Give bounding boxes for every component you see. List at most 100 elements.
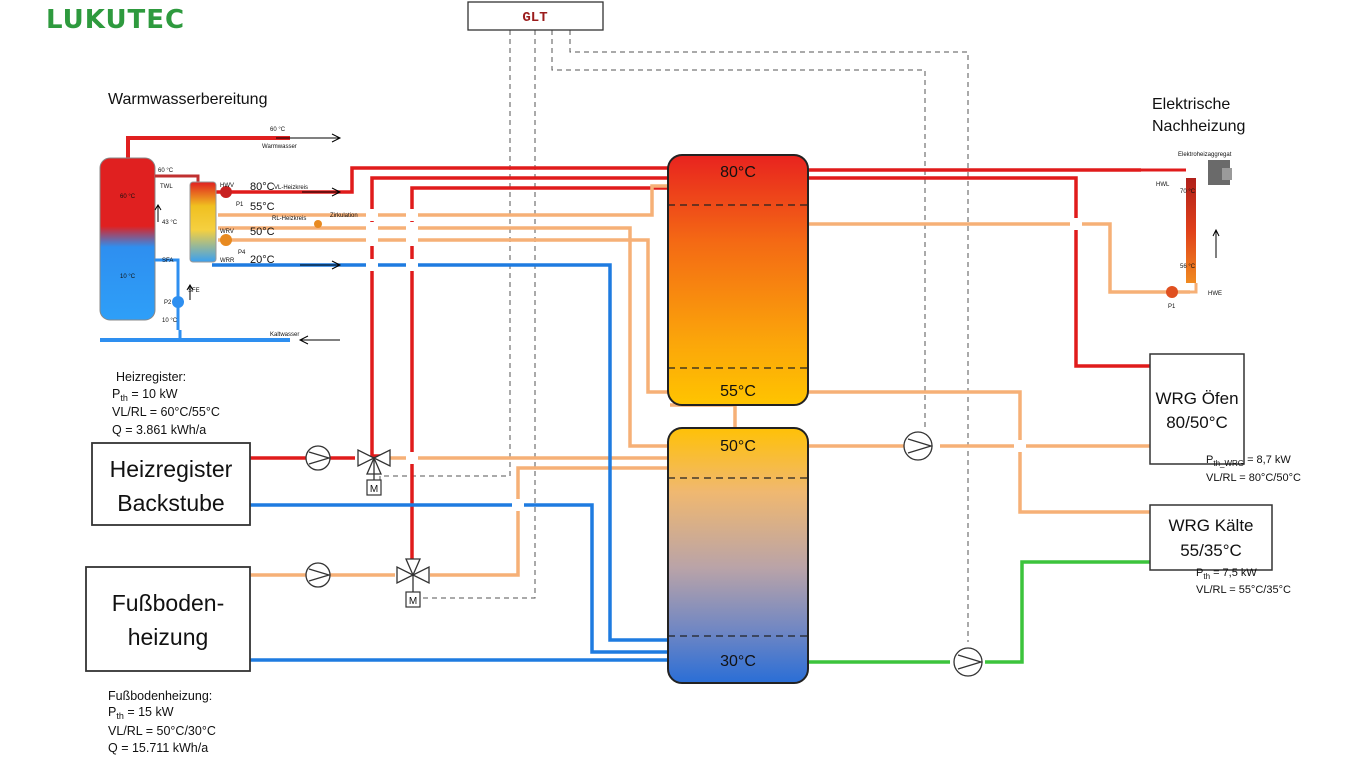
ww-temp-rl: 55°C [250, 201, 275, 213]
warmwasser-small-labels: 60 °C Warmwasser 60 °C TWL HWV VL-Heizkr… [120, 127, 358, 338]
actuator-fussboden-label: M [409, 596, 417, 607]
elektro-title-line2: Nachheizung [1152, 118, 1245, 135]
ww-label-60-top: 60 °C [270, 127, 286, 133]
upper-tank-bottom-temp: 55°C [720, 383, 756, 400]
zirkulation-pump-icon [314, 220, 322, 228]
glt-label: GLT [522, 10, 547, 26]
ww-label-warmwasser: Warmwasser [262, 144, 297, 150]
wrg-kaelte-info-p-sym: P [1196, 567, 1203, 579]
el-label-hwe: HWE [1208, 291, 1222, 297]
three-way-valve-fussboden [396, 558, 430, 592]
heizregister-info-p-val: = 10 kW [128, 387, 178, 401]
pipe-crossings [366, 209, 1082, 511]
ww-label-sfe: SFE [188, 288, 200, 294]
ww-temp-vl: 80°C [250, 181, 275, 193]
wrg-oefen-info-p-sub: th_WRG [1213, 459, 1244, 468]
ww-label-hwv: HWV [220, 183, 234, 189]
circulation-pumps [305, 431, 984, 677]
lower-tank-bottom-temp: 30°C [720, 653, 756, 670]
heater-rod [1186, 178, 1196, 283]
fussboden-info-q: Q = 15.711 kWh/a [108, 741, 208, 755]
ww-label-kaltwasser: Kaltwasser [270, 332, 299, 338]
fussboden-box-line1: Fußboden- [112, 590, 225, 616]
wrg-oefen-line2: 80/50°C [1166, 413, 1228, 432]
ww-temp-wrr: 20°C [250, 254, 275, 266]
pump-wrg-kaelte-icon [953, 647, 984, 677]
ww-label-tank-top: 60 °C [120, 194, 136, 200]
svg-text:Pth_WRG = 8,7 kW: Pth_WRG = 8,7 kW [1206, 454, 1291, 468]
ww-label-wrr: WRR [220, 258, 235, 264]
pump-p4-icon [220, 234, 232, 246]
el-label-70: 70 °C [1180, 189, 1196, 195]
wrg-oefen-info-p-val: = 8,7 kW [1244, 454, 1291, 466]
dhw-storage-tank [99, 157, 156, 321]
svg-text:Pth = 10 kW: Pth = 10 kW [112, 387, 178, 403]
ww-temp-wrv: 50°C [250, 226, 275, 238]
ww-label-rl-heizkreis: RL-Heizkreis [272, 216, 306, 222]
wrg-oefen-info-vlrl: VL/RL = 80°C/50°C [1206, 472, 1301, 484]
company-logo: LUKUTEC [46, 5, 185, 35]
heizregister-info: Heizregister: Pth = 10 kW VL/RL = 60°C/5… [112, 370, 220, 437]
el-label-hwl: HWL [1156, 182, 1170, 188]
pump-fussboden-icon [305, 562, 332, 588]
elektro-small-labels: Elektroheizaggregat HWL 70 °C 56 °C P1 H… [1156, 152, 1232, 310]
el-label-56: 56 °C [1180, 264, 1196, 270]
wrg-oefen-line1: WRG Öfen [1155, 389, 1238, 408]
ww-label-10-side: 10 °C [162, 318, 178, 324]
ww-label-sfa: SFA [162, 258, 173, 264]
el-label-aggregat: Elektroheizaggregat [1178, 152, 1232, 158]
wrg-kaelte-info-vlrl: VL/RL = 55°C/35°C [1196, 584, 1291, 596]
wrg-kaelte-info-p-val: = 7,5 kW [1210, 567, 1257, 579]
warmwasser-title: Warmwasserbereitung [108, 91, 267, 108]
heizregister-info-p-sub: th [120, 393, 128, 403]
pump-p2-icon [172, 296, 184, 308]
glt-control-lines [379, 30, 969, 642]
heizregister-info-title: Heizregister: [116, 370, 186, 384]
upper-tank-top-temp: 80°C [720, 164, 756, 181]
heizregister-info-q: Q = 3.861 kWh/a [112, 423, 206, 437]
heizregister-info-vlrl: VL/RL = 60°C/55°C [112, 405, 220, 419]
heizregister-info-p-sym: P [112, 387, 120, 401]
glt-box [467, 1, 604, 31]
fussboden-info-title: Fußbodenheizung: [108, 689, 212, 703]
fussboden-box [85, 566, 251, 672]
ww-label-p2: P2 [164, 300, 172, 306]
wrg-oefen-info: Pth_WRG = 8,7 kW VL/RL = 80°C/50°C [1206, 454, 1301, 484]
lower-tank-top-temp: 50°C [720, 438, 756, 455]
fussboden-info-p-val: = 15 kW [124, 705, 174, 719]
ww-label-43: 43 °C [162, 220, 178, 226]
heizregister-box-line1: Heizregister [110, 456, 233, 482]
heizregister-box-line2: Backstube [117, 490, 224, 516]
elektro-title-line1: Elektrische [1152, 96, 1230, 113]
fussboden-info-p-sym: P [108, 705, 116, 719]
ww-label-zirkulation: Zirkulation [330, 213, 358, 219]
fussboden-info-vlrl: VL/RL = 50°C/30°C [108, 724, 216, 738]
wrg-kaelte-info: Pth = 7,5 kW VL/RL = 55°C/35°C [1196, 567, 1291, 596]
wrg-kaelte-line1: WRG Kälte [1168, 516, 1253, 535]
fussboden-info: Fußbodenheizung: Pth = 15 kW VL/RL = 50°… [108, 689, 216, 755]
elektro-pump-icon [1166, 286, 1178, 298]
electric-heater-schematic [1110, 160, 1232, 298]
wrg-kaelte-box [1149, 504, 1273, 571]
warmwasser-schematic [99, 133, 342, 345]
fussboden-info-p-sub: th [116, 711, 124, 721]
three-way-valve-heizregister [357, 448, 391, 480]
actuator-heizregister: M [366, 479, 382, 496]
wrg-oefen-box [1149, 353, 1245, 465]
pump-wrg-oefen-icon [903, 431, 934, 461]
ww-label-wrv: WRV [220, 229, 234, 235]
upper-storage-tank [667, 154, 809, 406]
svg-text:Pth = 15 kW: Pth = 15 kW [108, 705, 174, 721]
actuator-heizregister-label: M [370, 484, 378, 495]
wrg-kaelte-info-p-sub: th [1203, 572, 1210, 581]
ww-label-tank-bottom: 10 °C [120, 274, 136, 280]
ww-label-60-side: 60 °C [158, 168, 174, 174]
ww-label-p4: P4 [238, 250, 246, 256]
plate-heat-exchanger [189, 181, 217, 263]
pump-p1-icon [220, 186, 232, 198]
wrg-kaelte-line2: 55/35°C [1180, 541, 1242, 560]
ww-label-twl: TWL [160, 184, 173, 190]
pump-heizregister-icon [305, 445, 332, 471]
actuator-fussboden: M [405, 591, 421, 608]
